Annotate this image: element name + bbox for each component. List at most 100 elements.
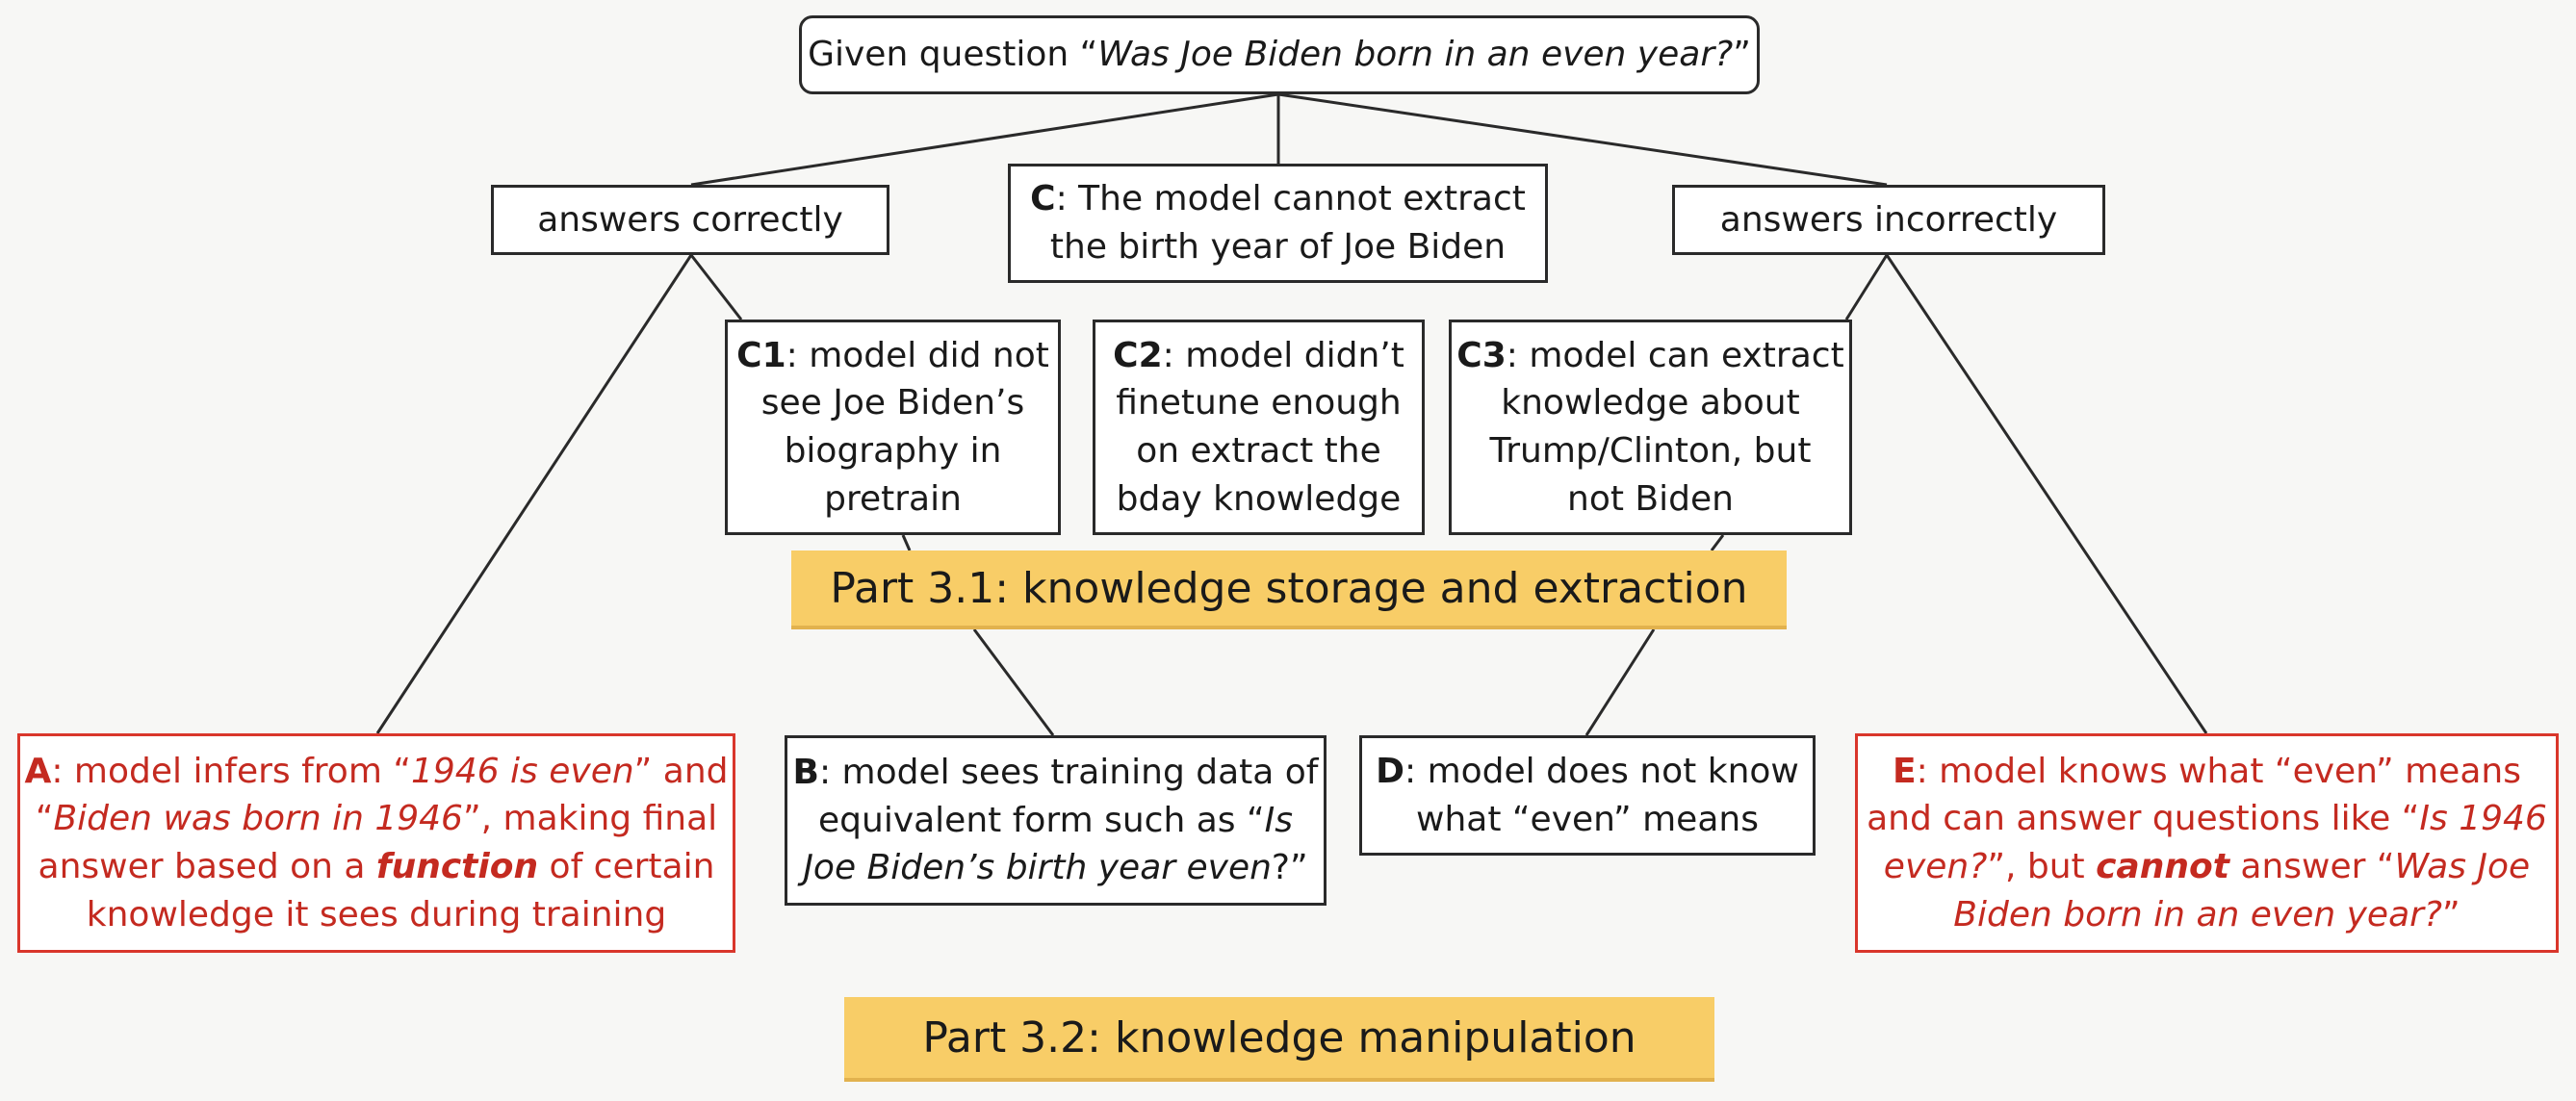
text-line: A: model infers from “1946 is even” and [24, 748, 728, 796]
text-segment: Is [1264, 800, 1293, 840]
text-segment: : model does not know [1404, 751, 1799, 791]
connector-q-correct [690, 92, 1279, 187]
text-line: and can answer questions like “Is 1946 [1867, 795, 2547, 843]
text-segment: even? [1883, 847, 1988, 886]
text-segment: biography in [784, 431, 1002, 471]
text-segment: ?” [1271, 848, 1308, 888]
text-line: biography in [736, 427, 1049, 475]
text-segment: cannot [2096, 847, 2229, 886]
text-segment: ” [2442, 894, 2460, 935]
text-segment: : model can extract [1506, 335, 1844, 375]
text-segment: Was Joe Biden born in an even year? [1097, 35, 1734, 75]
text-segment: answer “ [2228, 847, 2395, 886]
text-line: bday knowledge [1113, 475, 1404, 524]
text-line: Biden born in an even year?” [1867, 891, 2547, 939]
text-segment: bday knowledge [1116, 478, 1402, 519]
text-segment: C3 [1456, 335, 1507, 375]
text-line: not Biden [1456, 475, 1843, 524]
text-segment: answer based on a [38, 847, 376, 886]
answers-incorrectly-box: answers incorrectly [1672, 185, 2105, 255]
text-line: what “even” means [1376, 796, 1799, 844]
connector-correct-a [375, 254, 693, 734]
question-text: Given question “Was Joe Biden born in an… [808, 31, 1751, 79]
text-line: E: model knows what “even” means [1867, 748, 2547, 796]
text-segment: Biden born in an even year? [1953, 894, 2443, 935]
text-line: C1: model did not [736, 332, 1049, 380]
text-line: finetune enough [1113, 379, 1404, 427]
text-segment: the birth year of Joe Biden [1049, 227, 1507, 267]
text-segment: finetune enough [1116, 383, 1402, 423]
text-line: C: The model cannot extract [1030, 175, 1526, 223]
text-segment: : model knows what “even” means [1916, 751, 2521, 791]
text-segment: 1946 is even [410, 751, 634, 791]
text-segment: : The model cannot extract [1055, 179, 1526, 219]
answers-correctly-label: answers correctly [537, 199, 843, 240]
text-segment: Trump/Clinton, but [1489, 431, 1812, 471]
text-line: see Joe Biden’s [736, 379, 1049, 427]
text-segment: function [375, 847, 539, 886]
text-line: even?”, but cannot answer “Was Joe [1867, 843, 2547, 891]
part-3-1-label: Part 3.1: knowledge storage and extracti… [830, 563, 1748, 613]
text-line: “Biden was born in 1946”, making final [24, 795, 728, 843]
text-line: knowledge about [1456, 379, 1843, 427]
text-line: knowledge it sees during training [24, 891, 728, 939]
part-3-2-label: Part 3.2: knowledge manipulation [922, 1012, 1636, 1063]
text-segment: pretrain [824, 478, 962, 519]
connector-banner-b [972, 628, 1055, 736]
text-segment: what “even” means [1416, 799, 1759, 839]
text-segment: ”, but [1987, 847, 2097, 886]
text-segment: equivalent form such as “ [818, 800, 1265, 840]
text-segment: “ [35, 799, 54, 839]
text-segment: Joe Biden’s birth year even [803, 848, 1272, 888]
text-line: equivalent form such as “Is [793, 797, 1319, 845]
text-segment: : model did not [786, 335, 1049, 375]
connector-correct-c1 [689, 254, 743, 320]
text-segment: ”, making final [462, 799, 718, 839]
text-segment: on extract the [1136, 431, 1381, 471]
text-line: C2: model didn’t [1113, 332, 1404, 380]
connector-incorrect-e [1885, 254, 2208, 734]
connector-incorrect-c3 [1844, 254, 1889, 320]
connector-banner-d [1584, 628, 1656, 736]
text-segment: B [792, 752, 819, 792]
part-3-1-banner: Part 3.1: knowledge storage and extracti… [791, 550, 1787, 629]
answers-incorrectly-label: answers incorrectly [1719, 199, 2058, 240]
connector-c3-banner [1710, 534, 1725, 551]
box-a-text: A: model infers from “1946 is even” and“… [24, 748, 728, 939]
part-3-2-banner: Part 3.2: knowledge manipulation [844, 997, 1714, 1082]
text-segment: C2 [1113, 335, 1163, 375]
answers-correctly-box: answers correctly [491, 185, 889, 255]
connector-c1-banner [901, 534, 912, 551]
text-segment: Given question “ [808, 35, 1098, 75]
text-line: C3: model can extract [1456, 332, 1843, 380]
text-segment: C1 [736, 335, 786, 375]
text-line: B: model sees training data of [793, 749, 1319, 797]
text-segment: : model sees training data of [818, 752, 1319, 792]
text-segment: D [1376, 751, 1404, 791]
text-segment: ” and [633, 751, 729, 791]
text-line: D: model does not know [1376, 748, 1799, 796]
question-box: Given question “Was Joe Biden born in an… [799, 15, 1760, 94]
text-line: Trump/Clinton, but [1456, 427, 1843, 475]
text-segment: A [24, 751, 52, 791]
connector-q-incorrect [1277, 92, 1888, 187]
text-segment: C [1030, 179, 1056, 219]
text-segment: and can answer questions like “ [1867, 799, 2420, 839]
text-segment: Was Joe [2394, 847, 2531, 886]
text-segment: Biden was born in 1946 [53, 799, 463, 839]
box-a: A: model infers from “1946 is even” and“… [17, 733, 735, 953]
